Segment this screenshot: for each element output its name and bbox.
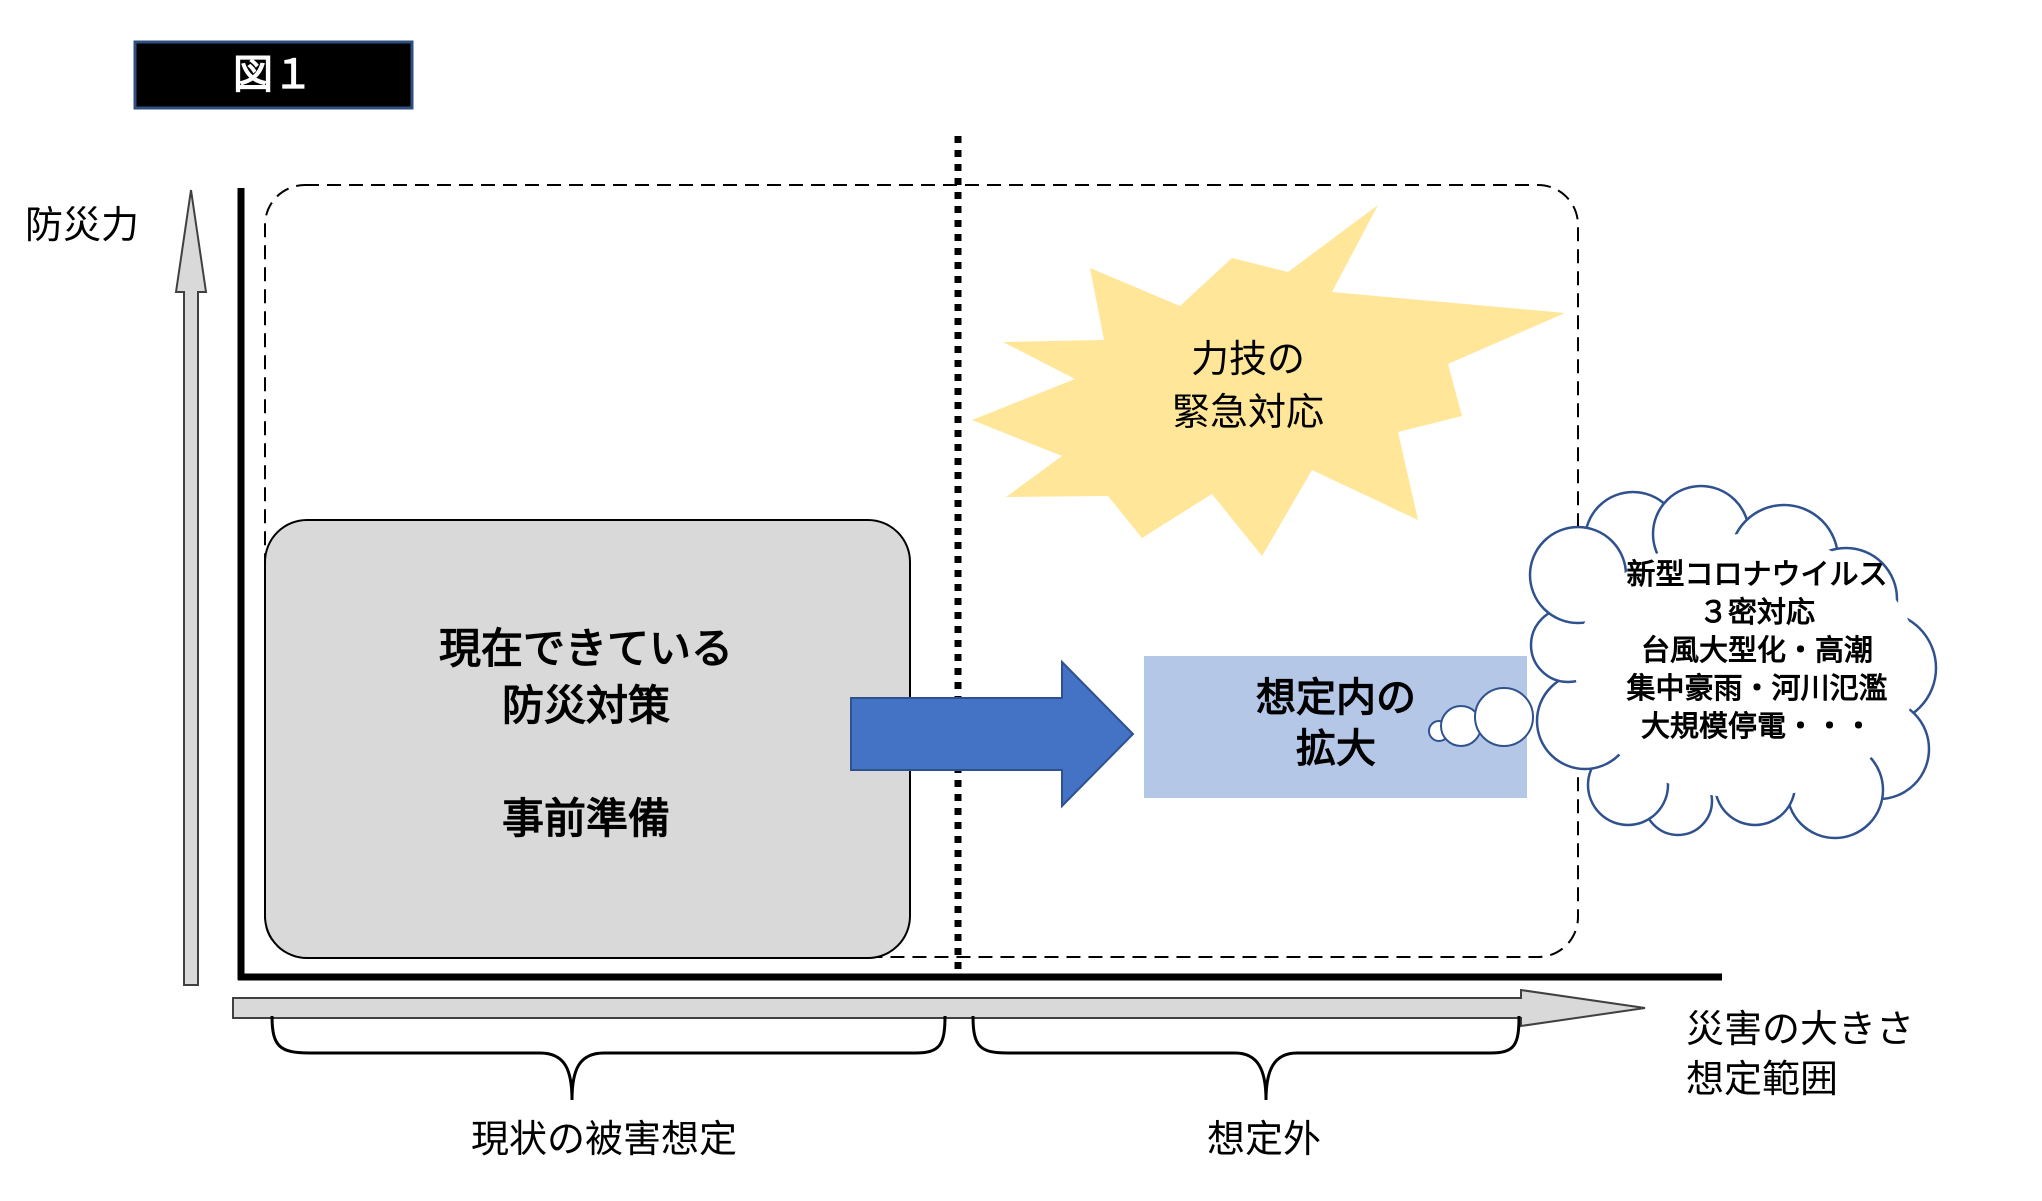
thought-cloud: 新型コロナウイルス ３密対応 台風大型化・高潮 集中豪雨・河川氾濫 大規模停電・…	[1528, 484, 1938, 840]
emergency-burst: 力技の 緊急対応	[972, 205, 1565, 556]
expansion-line-1: 想定内の	[1256, 675, 1416, 721]
cloud-line-4: 集中豪雨・河川氾濫	[1625, 671, 1887, 705]
thought-bubble-large	[1474, 687, 1534, 747]
brace-current-scope	[270, 1015, 947, 1101]
y-axis-label: 防災力	[25, 203, 139, 247]
expansion-arrow	[850, 659, 1135, 809]
figure-label-text: 図１	[233, 52, 313, 98]
current-measures-title-line-2: 防災対策	[502, 681, 670, 730]
brace-unexpected-scope	[971, 1015, 1521, 1101]
burst-shape	[972, 205, 1565, 556]
current-measures-title-line-1: 現在できている	[439, 624, 733, 673]
current-measures-subtitle: 事前準備	[502, 794, 670, 843]
burst-line-2: 緊急対応	[1172, 390, 1324, 434]
burst-line-1: 力技の	[1191, 337, 1305, 381]
brace-label-current: 現状の被害想定	[471, 1117, 737, 1161]
cloud-line-3: 台風大型化・高潮	[1641, 633, 1873, 667]
x-axis-arrow	[232, 988, 1646, 1028]
x-axis-label-line-1: 災害の大きさ	[1686, 1007, 1914, 1051]
brace-label-unexpected: 想定外	[1207, 1117, 1321, 1161]
cloud-line-1: 新型コロナウイルス	[1626, 557, 1887, 591]
cloud-line-2: ３密対応	[1699, 595, 1815, 629]
x-axis-label-line-2: 想定範囲	[1686, 1057, 1838, 1101]
current-measures-box: 現在できている 防災対策 事前準備	[264, 519, 911, 959]
cloud-line-5: 大規模停電・・・	[1641, 709, 1873, 743]
figure-label: 図１	[133, 40, 414, 110]
y-axis-arrow	[174, 189, 208, 986]
expansion-line-2: 拡大	[1296, 726, 1376, 772]
